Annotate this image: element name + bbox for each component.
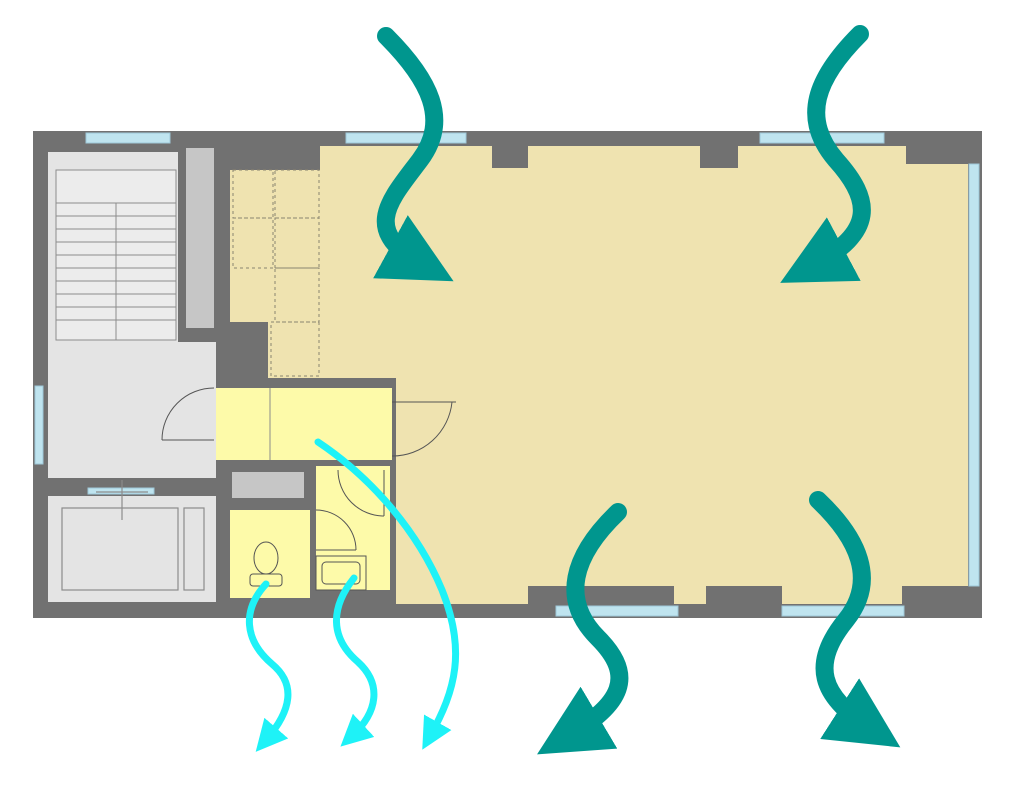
locker-cell bbox=[274, 169, 320, 219]
vestibule-floor bbox=[216, 388, 392, 460]
elevator-car-icon bbox=[61, 480, 205, 591]
stair-treads-icon bbox=[55, 169, 177, 341]
door-swing-icon bbox=[337, 469, 385, 517]
window-right-office bbox=[968, 163, 980, 587]
restroom-exhaust-arrows bbox=[245, 438, 460, 752]
thin-wavy-arrow-icon bbox=[314, 438, 460, 750]
window-top-office-left bbox=[345, 132, 467, 144]
thin-wavy-arrow-icon bbox=[333, 574, 378, 747]
locker-cell bbox=[270, 321, 320, 377]
door-arc bbox=[337, 469, 385, 517]
wavy-arrow-icon bbox=[809, 491, 901, 748]
sink-basin bbox=[321, 561, 361, 585]
locker-cell bbox=[232, 217, 274, 269]
wavy-arrow-icon bbox=[373, 27, 454, 282]
elevator-car bbox=[61, 507, 179, 591]
wavy-arrow-icon bbox=[780, 25, 871, 283]
wavy-arrow-icon bbox=[537, 503, 629, 755]
pipe-shaft bbox=[232, 472, 304, 498]
window-stair-elevator-gap bbox=[87, 487, 155, 495]
door-swing-icon bbox=[161, 387, 215, 441]
door-arc bbox=[391, 401, 453, 457]
stair-core bbox=[48, 148, 216, 478]
locker-cell bbox=[274, 217, 320, 269]
elevator-counterweight bbox=[183, 507, 205, 591]
elevator bbox=[48, 480, 216, 602]
sink-icon bbox=[315, 555, 367, 591]
elevator-floor bbox=[48, 496, 216, 602]
window-top-stair bbox=[85, 132, 171, 144]
sink-counter bbox=[315, 555, 367, 591]
column-inset bbox=[186, 148, 214, 328]
window-bottom-office-left bbox=[555, 605, 679, 617]
door-arc bbox=[161, 387, 215, 441]
thin-wavy-arrow-icon bbox=[245, 580, 292, 752]
service-areas bbox=[216, 388, 392, 598]
door-swing-icon bbox=[315, 509, 357, 551]
storage-lockers-dashed bbox=[232, 169, 320, 377]
toilet-bowl bbox=[253, 541, 279, 575]
fixtures bbox=[249, 401, 456, 591]
toilet-icon bbox=[249, 541, 283, 587]
door-swing-icon bbox=[391, 401, 456, 457]
main-airflow-arrows bbox=[373, 25, 901, 755]
door-arc bbox=[315, 509, 357, 551]
window-left-stair bbox=[34, 385, 44, 465]
